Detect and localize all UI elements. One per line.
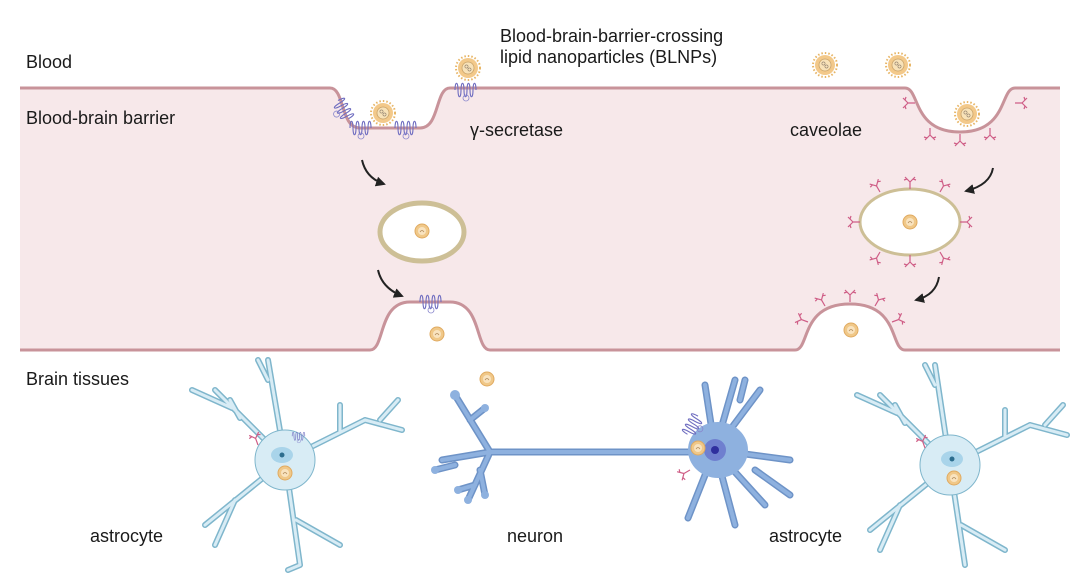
barrier-bottom-membrane: [20, 300, 1060, 352]
region-label-brain: Brain tissues: [26, 369, 130, 389]
transport-arrow-icon: [361, 159, 994, 303]
blood-brain-barrier-band: [20, 88, 1060, 350]
neuron-icon: [431, 376, 794, 529]
nanoparticle-label: Blood-brain-barrier-crossing lipid nanop…: [500, 26, 724, 67]
nanoparticle-icon: [479, 371, 495, 387]
cell-label-astrocyte-right: astrocyte: [769, 526, 843, 546]
pathway-label-caveolae: caveolae: [790, 120, 863, 140]
barrier-top-membrane: [20, 86, 1060, 134]
astrocyte-icon: [854, 362, 1070, 568]
vesicle-icon: [847, 176, 973, 268]
vesicle-icon: [377, 200, 467, 264]
cell-label-astrocyte-left: astrocyte: [90, 526, 164, 546]
region-label-barrier: Blood-brain barrier: [26, 108, 176, 128]
pathway-label-secretase: γ-secretase: [470, 120, 564, 140]
cell-label-neuron: neuron: [507, 526, 564, 546]
region-label-blood: Blood: [26, 52, 73, 72]
